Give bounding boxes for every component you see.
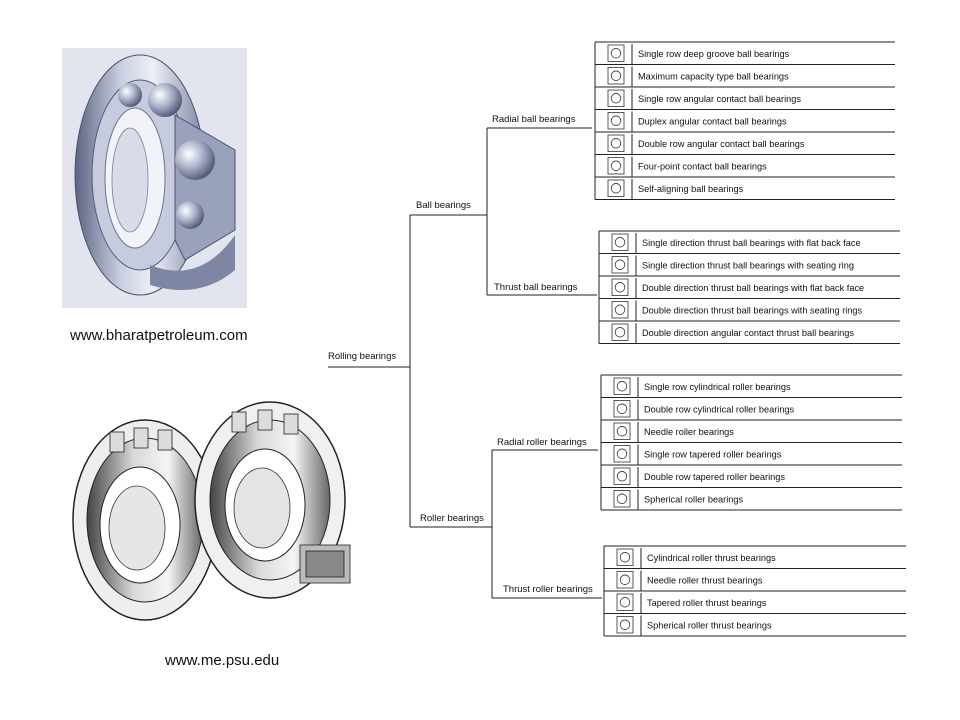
bearing-cross-section-icon xyxy=(607,179,625,197)
bearing-type-label: Duplex angular contact ball bearings xyxy=(638,116,787,126)
bearing-type-label: Self-aligning ball bearings xyxy=(638,184,744,194)
bearing-type-label: Needle roller thrust bearings xyxy=(647,575,763,585)
bearing-type-row: Tapered roller thrust bearings xyxy=(603,591,906,614)
bearing-type-label: Double row angular contact ball bearings xyxy=(638,139,805,149)
bearing-type-label: Double direction thrust ball bearings wi… xyxy=(642,305,863,315)
node-thrust-roller-bearings: Thrust roller bearings xyxy=(503,584,593,595)
bearing-type-row: Single row deep groove ball bearings xyxy=(594,42,895,65)
bearing-type-row: Double direction angular contact thrust … xyxy=(598,321,900,344)
bearing-type-row: Four-point contact ball bearings xyxy=(594,154,895,178)
thrust-roller-bearing-list: Cylindrical roller thrust bearingsNeedle… xyxy=(603,545,906,637)
bearing-cross-section-icon xyxy=(613,422,631,440)
bearing-type-label: Single row angular contact ball bearings xyxy=(638,94,801,104)
bearing-cross-section-icon xyxy=(607,67,625,85)
bearing-type-row: Needle roller thrust bearings xyxy=(603,568,906,592)
roller-bearings-drawing xyxy=(72,401,351,621)
bearing-type-label: Double row cylindrical roller bearings xyxy=(644,404,795,414)
bearing-cross-section-icon xyxy=(613,490,631,508)
bearing-cross-section-icon xyxy=(611,256,629,274)
bearing-type-row: Single row tapered roller bearings xyxy=(600,442,902,466)
bearing-cross-section-icon xyxy=(613,467,631,485)
bearing-type-row: Single row cylindrical roller bearings xyxy=(600,375,902,398)
tree-connectors xyxy=(328,127,602,599)
bearing-type-label: Single direction thrust ball bearings wi… xyxy=(642,238,861,248)
bearing-cross-section-icon xyxy=(616,548,634,566)
bearing-type-row: Spherical roller thrust bearings xyxy=(603,613,906,637)
bearing-type-row: Double direction thrust ball bearings wi… xyxy=(598,276,900,299)
node-roller-bearings: Roller bearings xyxy=(420,513,484,524)
bearing-type-label: Tapered roller thrust bearings xyxy=(647,598,767,608)
bearing-type-label: Single row deep groove ball bearings xyxy=(638,49,790,59)
bearing-type-row: Double row cylindrical roller bearings xyxy=(600,397,902,421)
bearing-type-row: Double row tapered roller bearings xyxy=(600,465,902,488)
bearing-type-label: Single row cylindrical roller bearings xyxy=(644,382,791,392)
bearing-type-label: Spherical roller bearings xyxy=(644,494,743,504)
bearing-type-row: Single direction thrust ball bearings wi… xyxy=(598,231,900,254)
node-radial-roller-bearings: Radial roller bearings xyxy=(497,437,587,448)
bearing-cross-section-icon xyxy=(611,323,629,341)
bearing-cross-section-icon xyxy=(607,89,625,107)
bearing-cross-section-icon xyxy=(611,233,629,251)
bearing-cross-section-icon xyxy=(607,112,625,130)
bearing-cross-section-icon xyxy=(613,400,631,418)
bearing-cross-section-icon xyxy=(616,593,634,611)
ball-bearing-photo xyxy=(62,48,247,308)
bearing-type-label: Spherical roller thrust bearings xyxy=(647,620,772,630)
thrust-ball-bearing-list: Single direction thrust ball bearings wi… xyxy=(598,230,900,344)
bearing-cross-section-icon xyxy=(611,278,629,296)
node-ball-bearings: Ball bearings xyxy=(416,200,471,211)
bearing-cross-section-icon xyxy=(607,157,625,175)
bearing-cross-section-icon xyxy=(607,134,625,152)
radial-ball-bearing-list: Single row deep groove ball bearingsMaxi… xyxy=(594,41,895,200)
bearing-type-label: Cylindrical roller thrust bearings xyxy=(647,553,776,563)
bearing-type-row: Single row angular contact ball bearings xyxy=(594,87,895,110)
bearing-type-row: Needle roller bearings xyxy=(600,420,902,443)
bearing-cross-section-icon xyxy=(616,571,634,589)
bearing-cross-section-icon xyxy=(616,616,634,634)
bearing-type-row: Cylindrical roller thrust bearings xyxy=(603,546,906,569)
radial-roller-bearing-list: Single row cylindrical roller bearingsDo… xyxy=(600,374,902,511)
bearing-type-label: Double row tapered roller bearings xyxy=(644,472,785,482)
node-radial-ball-bearings: Radial ball bearings xyxy=(492,114,576,125)
bearing-type-label: Needle roller bearings xyxy=(644,427,734,437)
bearing-type-row: Duplex angular contact ball bearings xyxy=(594,109,895,133)
bearing-type-row: Self-aligning ball bearings xyxy=(594,177,895,200)
bearing-type-row: Maximum capacity type ball bearings xyxy=(594,64,895,88)
bearing-type-label: Maximum capacity type ball bearings xyxy=(638,71,789,81)
bottom-credit-caption: www.me.psu.edu xyxy=(164,652,279,669)
node-thrust-ball-bearings: Thrust ball bearings xyxy=(494,282,578,293)
top-credit-caption: www.bharatpetroleum.com xyxy=(69,327,248,344)
bearing-type-row: Single direction thrust ball bearings wi… xyxy=(598,253,900,277)
node-rolling-bearings: Rolling bearings xyxy=(328,351,396,362)
bearing-type-label: Double direction thrust ball bearings wi… xyxy=(642,283,864,293)
bearing-type-label: Single direction thrust ball bearings wi… xyxy=(642,260,854,270)
bearing-cross-section-icon xyxy=(607,44,625,62)
bearing-cross-section-icon xyxy=(613,377,631,395)
bearing-type-row: Spherical roller bearings xyxy=(600,487,902,511)
bearing-type-label: Single row tapered roller bearings xyxy=(644,449,782,459)
bearing-type-row: Double direction thrust ball bearings wi… xyxy=(598,298,900,322)
bearing-type-row: Double row angular contact ball bearings xyxy=(594,132,895,155)
bearing-cross-section-icon xyxy=(611,301,629,319)
bearing-type-label: Four-point contact ball bearings xyxy=(638,161,767,171)
bearing-cross-section-icon xyxy=(613,445,631,463)
bearing-type-label: Double direction angular contact thrust … xyxy=(642,328,854,338)
